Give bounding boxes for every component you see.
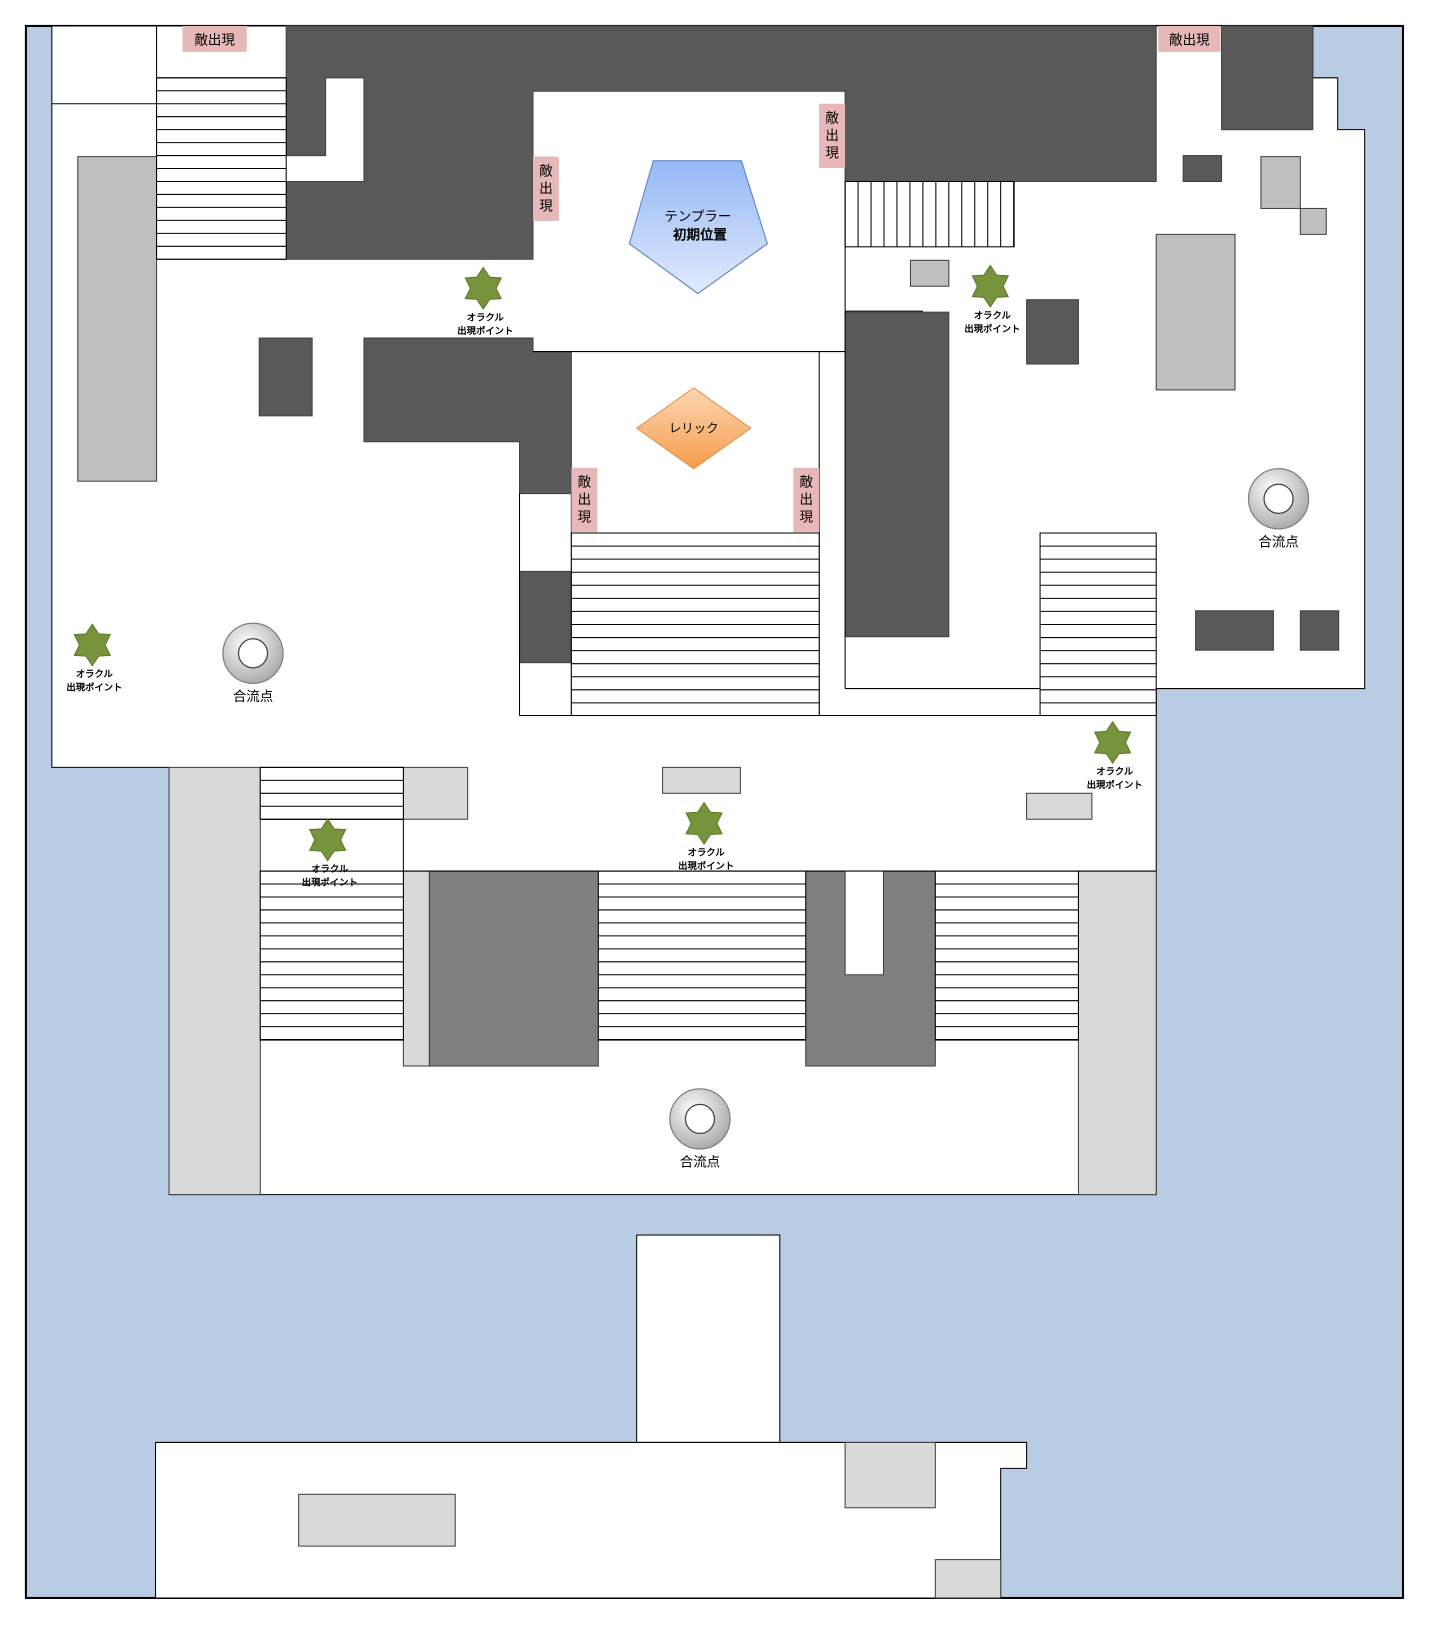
oracle-label-line2: 出現ポイント bbox=[66, 682, 122, 694]
star-icon bbox=[464, 266, 502, 310]
stair-block bbox=[844, 180, 1015, 248]
enemy-spawn-char: 敵 bbox=[578, 474, 592, 490]
enemy-spawn-char: 出 bbox=[539, 181, 552, 197]
oracle-label-line1: オラクル bbox=[688, 848, 726, 859]
enemy-spawn-char: 出 bbox=[799, 492, 812, 508]
enemy-spawn-marker: 敵出現 bbox=[532, 156, 559, 221]
enemy-spawn-top-left: 敵出現 bbox=[182, 25, 247, 52]
star-icon bbox=[73, 623, 112, 667]
star-icon bbox=[971, 264, 1010, 308]
oracle-label-line2: 出現ポイント bbox=[678, 860, 734, 872]
svg-text:レリック: レリック bbox=[669, 420, 719, 435]
oracle-label-line2: 出現ポイント bbox=[302, 877, 358, 889]
stair-block bbox=[934, 870, 1079, 1041]
pier-floor bbox=[636, 1234, 781, 1443]
enemy-spawn-char: 現 bbox=[799, 510, 813, 526]
oracle-label-line1: オラクル bbox=[76, 669, 114, 680]
south-floor bbox=[155, 1441, 1028, 1599]
enemy-spawn-marker: 敵出現 bbox=[819, 103, 846, 169]
enemy-spawn-top-right: 敵出現 bbox=[1158, 25, 1221, 52]
enemy-spawn-markers: 敵出現 敵出現 bbox=[182, 25, 1221, 52]
enemy-spawn-char: 現 bbox=[539, 199, 553, 215]
enemy-spawn-char: 敵 bbox=[799, 474, 813, 490]
rally-label: 合流点 bbox=[680, 1155, 720, 1171]
rally-label: 合流点 bbox=[233, 689, 273, 705]
oracle-label-line2: 出現ポイント bbox=[457, 325, 513, 337]
rally-point: 合流点 bbox=[1247, 468, 1310, 551]
relic-marker: レリック bbox=[635, 387, 752, 470]
enemy-spawn-marker: 敵出現 bbox=[793, 467, 820, 532]
star-icon bbox=[1093, 720, 1132, 765]
svg-text:敵出現: 敵出現 bbox=[1169, 33, 1210, 49]
enemy-spawn-char: 敵 bbox=[539, 163, 553, 179]
oracle-label-line1: オラクル bbox=[1096, 767, 1134, 778]
stairs bbox=[156, 77, 1157, 1041]
svg-text:初期位置: 初期位置 bbox=[673, 227, 727, 244]
stair-block bbox=[597, 870, 807, 1041]
oracle-label-line1: オラクル bbox=[467, 312, 505, 323]
svg-text:テンプラー: テンプラー bbox=[664, 209, 731, 225]
star-icon bbox=[685, 801, 723, 846]
rally-point: 合流点 bbox=[222, 622, 284, 705]
templar-start: テンプラー 初期位置 bbox=[628, 160, 769, 295]
oracle-spawn-points: オラクル出現ポイントオラクル出現ポイントオラクル出現ポイントオラクル出現ポイント… bbox=[66, 264, 1143, 889]
rally-label: 合流点 bbox=[1258, 535, 1298, 551]
enemy-spawn-marker: 敵出現 bbox=[571, 467, 598, 532]
star-icon bbox=[308, 818, 347, 862]
enemy-spawn-char: 現 bbox=[825, 146, 839, 162]
enemy-spawn-char: 敵 bbox=[825, 110, 839, 126]
oracle-label-line1: オラクル bbox=[311, 864, 349, 875]
stair-block bbox=[259, 870, 404, 1041]
enemy-spawn-char: 出 bbox=[578, 492, 591, 508]
oracle-label-line2: 出現ポイント bbox=[1087, 779, 1143, 791]
oracle-label-line2: 出現ポイント bbox=[964, 323, 1020, 335]
enemy-spawn-char: 現 bbox=[578, 510, 592, 526]
enemy-spawn-char: 出 bbox=[825, 128, 838, 144]
walls bbox=[77, 25, 1340, 1599]
svg-text:敵出現: 敵出現 bbox=[194, 33, 235, 49]
oracle-label-line1: オラクル bbox=[974, 310, 1012, 321]
rally-point: 合流点 bbox=[669, 1088, 731, 1171]
